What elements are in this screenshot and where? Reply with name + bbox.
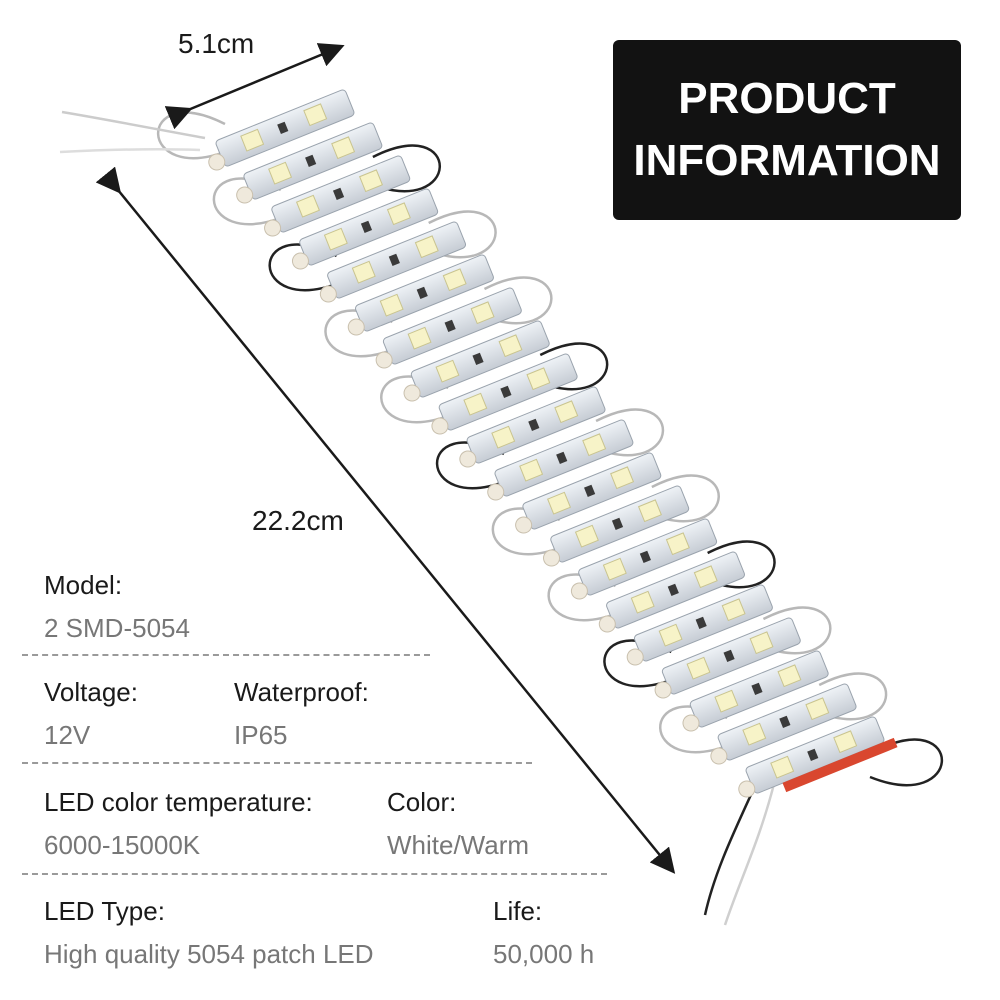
spec-color-value: White/Warm <box>387 830 530 860</box>
led-chip <box>742 722 767 746</box>
width-dimension-arrow <box>164 43 345 130</box>
led-module <box>654 617 801 699</box>
adhesive-strip <box>782 737 898 793</box>
spec-led-type-label: LED Type: <box>44 896 165 926</box>
divider <box>22 654 430 656</box>
spec-life-label: Life: <box>493 896 543 926</box>
led-chip <box>833 730 858 754</box>
led-chip <box>805 697 830 721</box>
resistor <box>779 715 791 728</box>
led-chip <box>714 689 739 713</box>
led-chip <box>693 565 718 589</box>
lead-wire <box>723 779 777 926</box>
banner-title-line1: PRODUCT <box>678 74 896 123</box>
spec-life: Life: 50,000 h <box>493 896 594 970</box>
resistor <box>305 154 317 167</box>
length-dimension-arrow <box>95 166 676 874</box>
spec-voltage-label: Voltage: <box>44 677 138 707</box>
led-module <box>682 650 829 732</box>
led-chip <box>721 598 746 622</box>
wire-loop <box>813 672 888 721</box>
spec-color-label: Color: <box>387 787 457 817</box>
resistor <box>751 682 763 695</box>
product-information-banner: PRODUCT INFORMATION <box>613 40 961 220</box>
banner-title-line2: INFORMATION <box>633 136 941 185</box>
led-chip <box>777 664 802 688</box>
spec-voltage: Voltage: 12V <box>44 677 138 751</box>
mounting-tab <box>710 747 728 765</box>
lead-wire <box>703 774 762 916</box>
divider <box>22 873 607 875</box>
spec-color-temperature: LED color temperature: 6000-15000K <box>44 787 313 861</box>
spec-waterproof: Waterproof: IP65 <box>234 677 369 751</box>
spec-led-type-value: High quality 5054 patch LED <box>44 939 374 969</box>
resistor <box>807 748 819 761</box>
wire-loop <box>702 540 776 589</box>
wire-loop <box>869 738 944 787</box>
mounting-tab <box>682 714 700 732</box>
spec-waterproof-label: Waterproof: <box>234 677 369 707</box>
led-chip <box>331 136 356 160</box>
led-chip <box>240 128 265 152</box>
resistor <box>695 616 707 629</box>
led-chip <box>770 755 795 779</box>
spec-color: Color: White/Warm <box>387 787 529 861</box>
led-chip <box>749 631 774 655</box>
length-dimension-label: 22.2cm <box>252 505 344 536</box>
mounting-tab <box>738 780 756 798</box>
wire-loop <box>757 606 832 655</box>
led-module <box>710 683 857 765</box>
spec-voltage-value: 12V <box>44 720 91 750</box>
spec-model: Model: 2 SMD-5054 <box>44 570 190 644</box>
led-module <box>738 716 885 798</box>
resistor <box>723 649 735 662</box>
lead-wire <box>59 147 201 154</box>
wire-loop <box>646 474 720 523</box>
spec-model-value: 2 SMD-5054 <box>44 613 190 643</box>
width-dimension-label: 5.1cm <box>178 28 255 59</box>
spec-waterproof-value: IP65 <box>234 720 288 750</box>
spec-color-temperature-value: 6000-15000K <box>44 830 201 860</box>
spec-led-type: LED Type: High quality 5054 patch LED <box>44 896 374 970</box>
spec-color-temperature-label: LED color temperature: <box>44 787 313 817</box>
spec-life-value: 50,000 h <box>493 939 595 969</box>
divider <box>22 762 532 764</box>
lead-wire <box>61 110 206 140</box>
spec-model-label: Model: <box>44 570 123 600</box>
led-chip <box>686 656 711 680</box>
